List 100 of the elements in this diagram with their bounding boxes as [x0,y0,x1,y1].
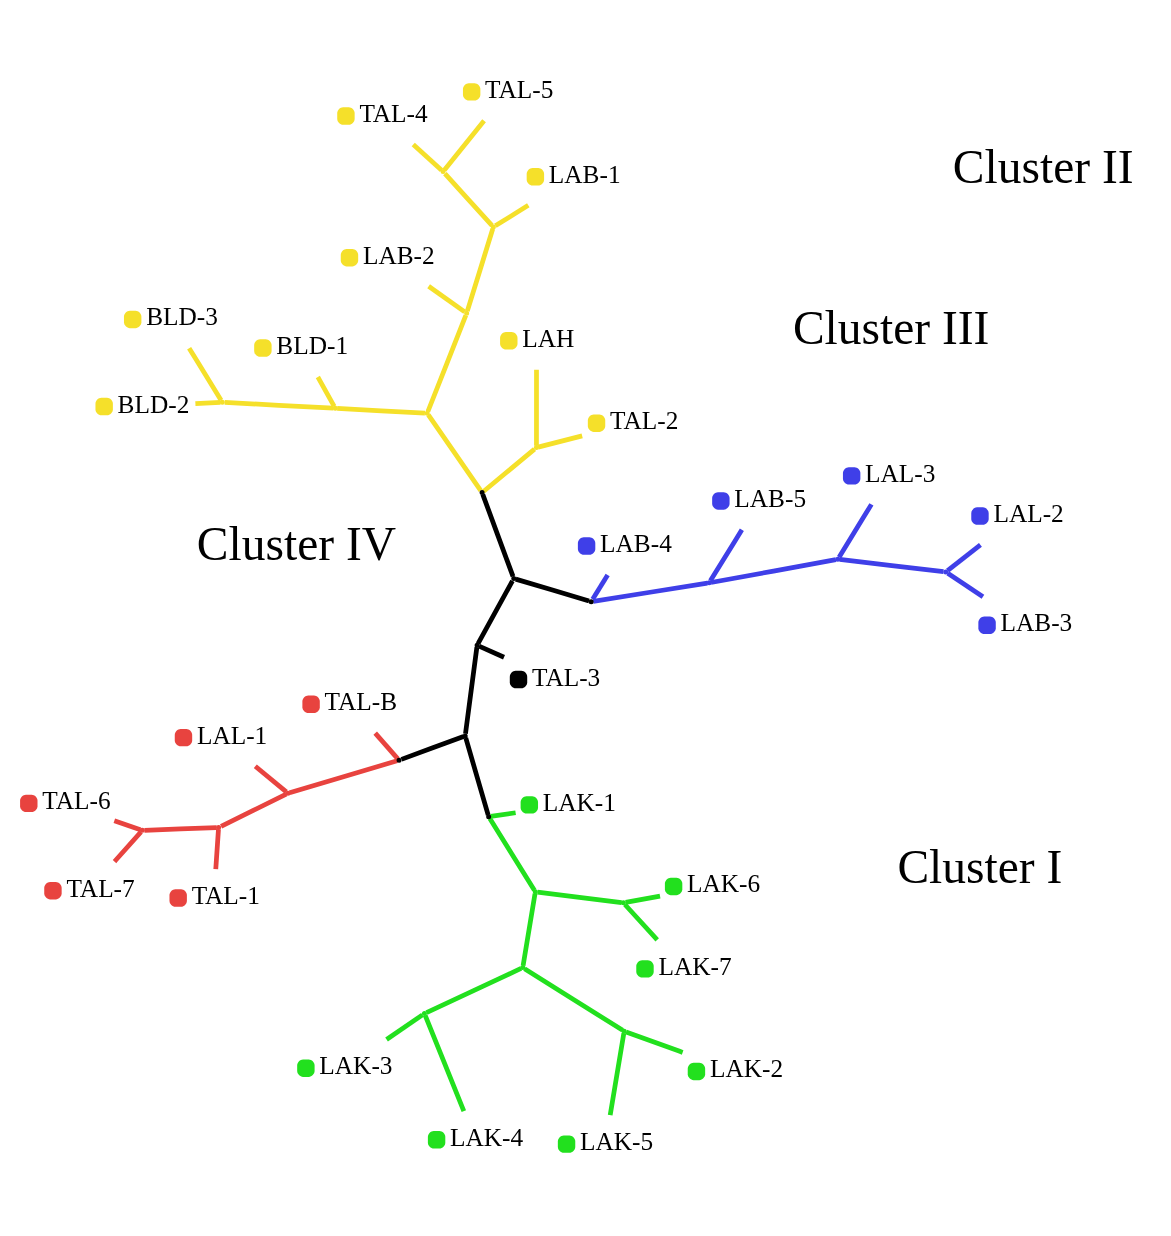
connector [523,966,624,1033]
node-label: LAL-3 [865,458,936,487]
connector [475,579,515,645]
connector [946,571,985,599]
connector [463,737,491,816]
connector [590,573,610,601]
connector [839,557,944,575]
connector [187,346,224,402]
node-label: LAK-7 [658,951,732,980]
connector [220,792,288,829]
node-label: LAB-1 [548,159,621,188]
connector [537,889,622,905]
connector [607,1032,627,1116]
node-point [511,576,517,582]
node-point [424,410,430,416]
connector [534,369,539,446]
connector [481,447,537,494]
connector [480,493,516,578]
node-label: LAB-4 [600,529,672,558]
node-label: TAL-4 [359,99,428,127]
node-point [440,169,446,175]
connector [515,576,590,604]
connector [463,646,480,734]
node-label: BLD-3 [146,302,218,331]
connector [443,171,494,228]
connector [520,893,538,966]
node-label: LAK-3 [319,1051,393,1080]
connector [253,764,288,794]
connector [465,228,496,312]
connector [426,413,483,492]
connector [478,643,505,660]
node-point [620,900,626,906]
connector [623,902,659,942]
connector [425,966,523,1015]
connector [625,1029,684,1055]
node-point [474,642,480,648]
node-point [533,445,539,451]
connector [592,580,708,604]
node-point [285,790,291,796]
connector [315,375,337,408]
label: Cluster II [952,140,1134,193]
node-point [532,889,538,895]
node-label: LAK-2 [709,1054,784,1083]
node-point [464,310,470,316]
node-label: TAL-5 [485,74,554,103]
node-point [486,814,492,820]
connector [385,1012,424,1042]
node-label: LAK-5 [580,1127,654,1156]
connector [112,830,143,864]
connector [490,810,516,819]
node-label: TAL-2 [610,406,679,435]
connector [487,817,537,892]
connector [400,734,465,762]
node-point [520,965,526,971]
node-label: LAL-2 [993,499,1064,528]
connector [213,829,221,870]
connector [144,825,217,833]
connector [625,893,661,905]
connector [425,314,469,413]
node-point [332,405,338,411]
connector [195,399,221,407]
label: Cluster I [897,840,1063,893]
connector [113,818,142,832]
connector [373,731,400,761]
connector [946,542,982,573]
connector [224,399,334,411]
node-label: LAH [522,323,575,352]
node-point [706,580,712,586]
node-label: TAL-3 [531,662,601,691]
node-label: LAB-3 [1000,608,1073,637]
connector [442,119,486,172]
node-point [396,757,402,763]
node-point [490,224,496,230]
connector [537,433,583,450]
node-label: LAB-5 [734,483,807,512]
node-label: BLD-2 [117,389,190,418]
node-point [139,827,145,833]
node-point [462,733,468,739]
node-label: TAL-7 [66,873,135,902]
node-label: TAL-6 [42,786,111,815]
node-label: LAB-2 [362,240,435,269]
node-label: LAK-1 [542,787,616,816]
connector [708,528,744,583]
connector [411,142,444,172]
node-point [216,825,222,831]
connector [337,406,426,416]
node-label: LAL-1 [196,720,268,749]
connector [494,203,530,228]
node-point [421,1011,427,1017]
node-label: BLD-1 [276,331,349,360]
node-label: LAK-4 [450,1122,524,1151]
node-point [621,1028,627,1034]
node-point [943,569,949,575]
node-label: TAL-1 [191,880,260,909]
connector [710,557,837,585]
connector [288,758,398,796]
node-point [219,399,225,405]
node-label: LAK-6 [687,869,761,898]
label: Cluster IV [196,517,397,570]
node-point [479,490,485,496]
